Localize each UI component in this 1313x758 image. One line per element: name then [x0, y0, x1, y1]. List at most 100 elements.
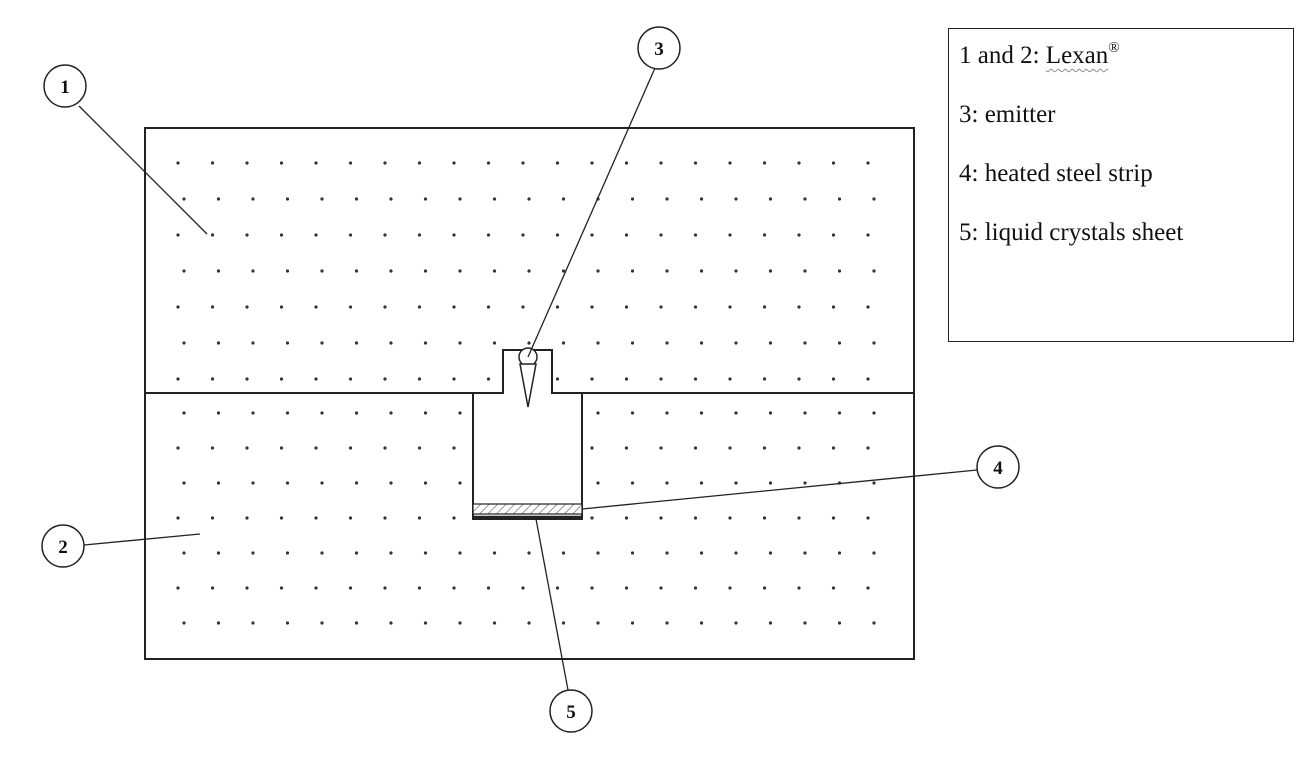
texture-dot	[251, 551, 255, 555]
texture-dot	[665, 621, 669, 625]
legend-box: 1 and 2: Lexan® 3: emitter 4: heated ste…	[948, 28, 1294, 342]
texture-dot	[348, 586, 353, 590]
texture-dot	[452, 161, 456, 165]
texture-dot	[383, 586, 387, 590]
texture-dot	[314, 377, 318, 381]
texture-dot	[665, 411, 669, 415]
texture-dot	[872, 481, 876, 485]
texture-dot	[866, 233, 870, 237]
texture-dot	[596, 621, 600, 625]
texture-dot	[693, 233, 698, 237]
texture-dot	[837, 621, 842, 625]
texture-dot	[527, 341, 531, 345]
texture-dot	[837, 197, 842, 201]
leader-line-5	[535, 518, 569, 691]
texture-dot	[555, 586, 560, 590]
texture-dot	[831, 233, 836, 237]
texture-dot	[279, 161, 284, 165]
texture-dot	[596, 481, 600, 485]
texture-dot	[285, 551, 290, 555]
texture-dot	[699, 341, 704, 345]
texture-dot	[734, 481, 738, 485]
legend-text-liquid-crystals: liquid crystals sheet	[984, 219, 1184, 246]
texture-dot	[320, 621, 324, 625]
legend-text-steel-strip: heated steel strip	[984, 160, 1153, 187]
callout-2-circle	[41, 524, 85, 568]
texture-dot	[210, 233, 215, 237]
texture-dot	[872, 621, 876, 625]
texture-dot	[630, 411, 635, 415]
texture-dot	[492, 621, 497, 625]
lexan-dot-texture	[176, 161, 876, 625]
texture-dot	[866, 377, 870, 381]
texture-dot	[279, 586, 284, 590]
texture-dot	[762, 305, 767, 309]
texture-dot	[699, 269, 704, 273]
texture-dot	[527, 269, 531, 273]
texture-dot	[182, 341, 186, 345]
texture-dot	[866, 516, 870, 520]
texture-dot	[762, 516, 767, 520]
texture-dot	[320, 551, 324, 555]
texture-dot	[320, 197, 324, 201]
texture-dot	[285, 341, 290, 345]
texture-dot	[279, 377, 284, 381]
texture-dot	[458, 269, 462, 273]
texture-dot	[210, 377, 215, 381]
texture-dot	[762, 233, 767, 237]
texture-dot	[216, 481, 221, 485]
texture-dot	[872, 269, 876, 273]
texture-dot	[251, 341, 255, 345]
texture-dot	[216, 197, 221, 201]
texture-dot	[797, 305, 801, 309]
texture-dot	[348, 233, 353, 237]
texture-dot	[210, 516, 215, 520]
texture-dot	[596, 411, 600, 415]
texture-dot	[734, 341, 738, 345]
texture-dot	[452, 586, 456, 590]
texture-dot	[383, 377, 387, 381]
texture-dot	[561, 197, 566, 201]
callout-5-circle	[549, 689, 593, 733]
texture-dot	[176, 516, 180, 520]
texture-dot	[285, 269, 290, 273]
texture-dot	[389, 621, 393, 625]
callout-5: 5	[549, 689, 593, 733]
texture-dot	[693, 377, 698, 381]
legend-text-emitter: emitter	[984, 101, 1056, 128]
texture-dot	[216, 621, 221, 625]
texture-dot	[182, 551, 186, 555]
texture-dot	[590, 446, 594, 450]
texture-dot	[624, 161, 629, 165]
texture-dot	[699, 411, 704, 415]
texture-dot	[354, 551, 359, 555]
texture-dot	[699, 481, 704, 485]
texture-dot	[245, 377, 249, 381]
texture-dot	[354, 411, 359, 415]
texture-dot	[176, 446, 180, 450]
texture-dot	[762, 161, 767, 165]
texture-dot	[354, 621, 359, 625]
texture-dot	[665, 269, 669, 273]
texture-dot	[383, 305, 387, 309]
callout-1-label: 1	[60, 77, 70, 98]
texture-dot	[314, 161, 318, 165]
texture-dot	[803, 621, 807, 625]
texture-dot	[285, 481, 290, 485]
texture-dot	[458, 621, 462, 625]
texture-dot	[458, 341, 462, 345]
texture-dot	[251, 481, 255, 485]
texture-dot	[245, 233, 249, 237]
texture-dot	[728, 586, 732, 590]
texture-dot	[314, 586, 318, 590]
texture-dot	[803, 551, 807, 555]
texture-dot	[279, 233, 284, 237]
texture-dot	[486, 305, 491, 309]
texture-dot	[797, 446, 801, 450]
texture-dot	[659, 516, 663, 520]
callout-4-circle	[976, 445, 1020, 489]
texture-dot	[590, 305, 594, 309]
texture-dot	[320, 481, 324, 485]
callout-4-label: 4	[993, 458, 1003, 479]
texture-dot	[348, 516, 353, 520]
